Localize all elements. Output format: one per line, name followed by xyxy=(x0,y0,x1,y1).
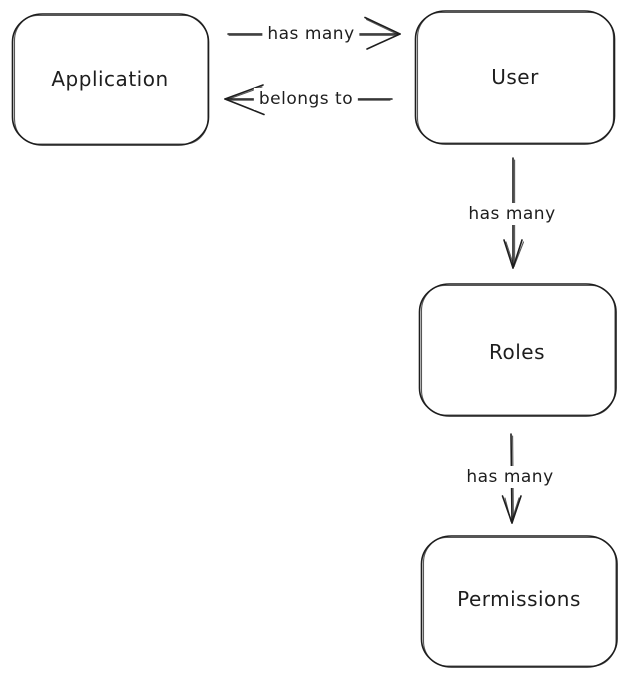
edge-user-application-label: belongs to xyxy=(253,88,359,110)
node-application-label: Application xyxy=(51,67,169,91)
node-application-shape[interactable] xyxy=(11,13,210,146)
edge-user-roles-label: has many xyxy=(463,203,561,225)
node-roles-shape[interactable] xyxy=(418,283,617,417)
edge-application-user-label: has many xyxy=(262,23,360,45)
edge-roles-permissions-label: has many xyxy=(461,466,559,488)
node-permissions-label: Permissions xyxy=(457,587,581,611)
node-user-shape[interactable] xyxy=(414,10,616,145)
node-user-label: User xyxy=(491,65,539,89)
node-roles-label: Roles xyxy=(488,340,546,364)
node-permissions-shape[interactable] xyxy=(420,535,618,668)
